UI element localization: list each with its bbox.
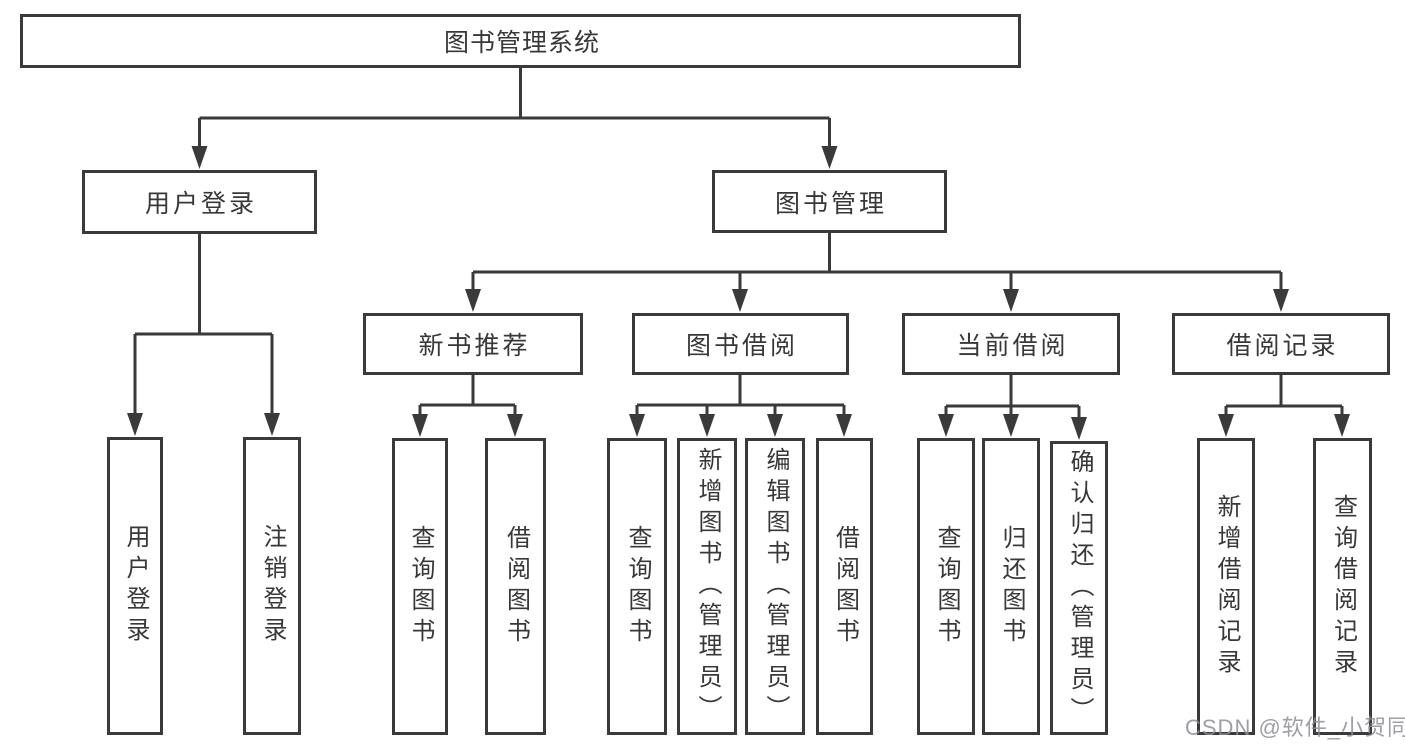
leaf-borrow-books-borrowing: 借阅图书: [816, 438, 873, 735]
node-user-login: 用户登录: [82, 170, 317, 234]
node-root: 图书管理系统: [20, 14, 1021, 68]
node-new-book-recommend: 新书推荐: [363, 313, 583, 375]
leaf-query-books-recommend: 查询图书: [392, 438, 448, 735]
watermark: CSDN @软件_小贺同学: [1185, 715, 1405, 740]
leaf-query-books-borrowing: 查询图书: [607, 438, 667, 735]
node-book-management: 图书管理: [712, 170, 947, 233]
leaf-query-books-current: 查询图书: [917, 438, 975, 735]
leaf-borrow-books-recommend: 借阅图书: [485, 438, 546, 735]
arrowheads: [127, 146, 1350, 440]
leaf-query-borrow-record: 查询借阅记录: [1313, 438, 1372, 735]
node-borrowing-records: 借阅记录: [1172, 313, 1390, 375]
leaf-return-books: 归还图书: [982, 438, 1040, 735]
leaf-logout: 注销登录: [243, 437, 301, 735]
leaf-user-login: 用户登录: [107, 437, 163, 735]
leaf-confirm-return-admin: 确认归还（管理员）: [1050, 441, 1108, 735]
node-current-borrowing: 当前借阅: [902, 313, 1120, 375]
leaf-edit-books-admin: 编辑图书（管理员）: [745, 438, 805, 735]
node-book-borrowing: 图书借阅: [632, 313, 849, 375]
leaf-add-borrow-record: 新增借阅记录: [1197, 438, 1255, 735]
leaf-add-books-admin: 新增图书（管理员）: [677, 438, 737, 735]
